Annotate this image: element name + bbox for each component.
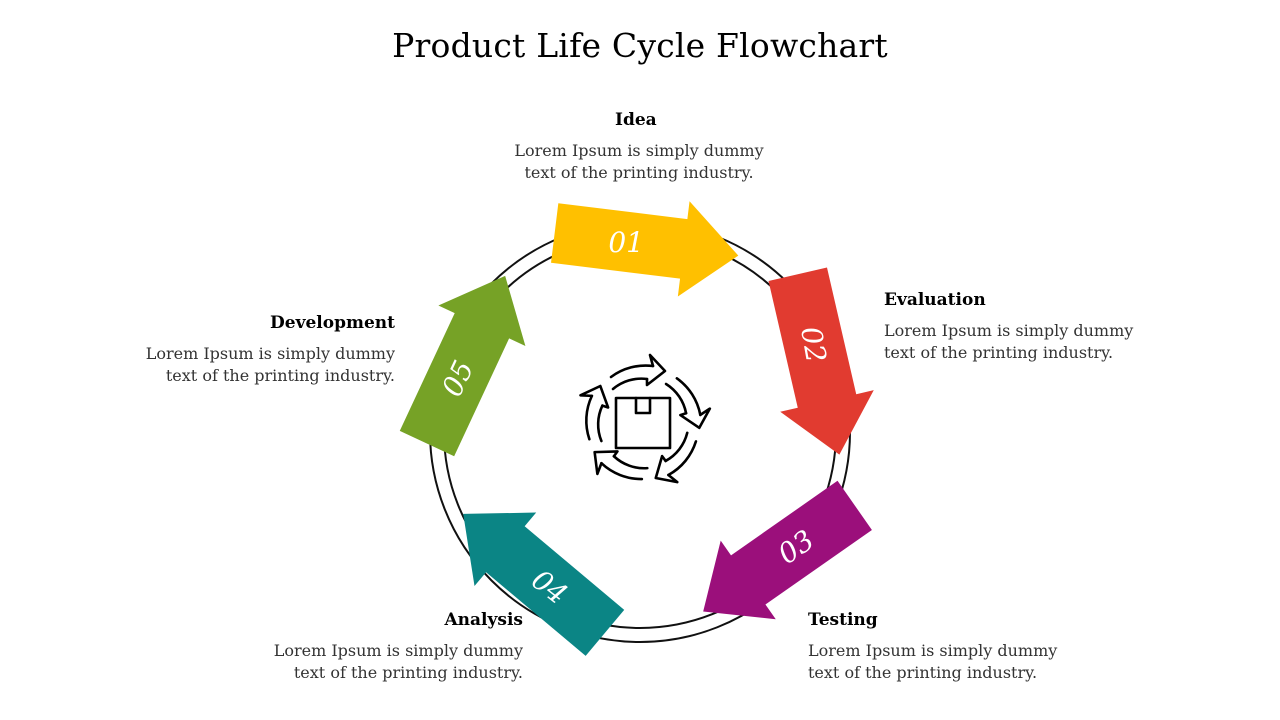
step-description-testing: Lorem Ipsum is simply dummy text of the …: [808, 640, 1057, 684]
step-arrow-05: 05: [399, 275, 526, 457]
step-heading-testing: Testing: [808, 610, 878, 630]
desc-line: Lorem Ipsum is simply dummy: [884, 321, 1134, 340]
arrow-shape: [551, 201, 739, 297]
step-number: 01: [608, 226, 644, 259]
step-heading-development: Development: [270, 313, 395, 333]
desc-line: text of the printing industry.: [293, 663, 523, 682]
step-heading-analysis: Analysis: [444, 610, 523, 630]
desc-line: text of the printing industry.: [884, 343, 1114, 362]
desc-line: text of the printing industry.: [165, 366, 395, 385]
desc-line: Lorem Ipsum is simply dummy: [273, 641, 523, 660]
step-heading-idea: Idea: [615, 110, 657, 130]
arrow-shape: [399, 275, 526, 457]
desc-line: Lorem Ipsum is simply dummy: [808, 641, 1058, 660]
step-number: 02: [794, 324, 833, 365]
step-arrow-01: 01: [551, 201, 739, 297]
step-arrow-04: 04: [463, 512, 625, 656]
step-arrow-03: 03: [703, 480, 872, 620]
step-heading-evaluation: Evaluation: [884, 290, 986, 310]
arrow-shape: [768, 267, 874, 455]
desc-line: text of the printing industry.: [808, 663, 1038, 682]
page-title: Product Life Cycle Flowchart: [392, 26, 888, 65]
step-arrow-02: 02: [768, 267, 874, 455]
desc-line: Lorem Ipsum is simply dummy: [514, 141, 764, 160]
arrow-shape: [463, 512, 625, 656]
step-description-analysis: Lorem Ipsum is simply dummy text of the …: [273, 640, 523, 684]
desc-line: Lorem Ipsum is simply dummy: [145, 344, 395, 363]
arrow-shape: [703, 480, 872, 620]
step-description-evaluation: Lorem Ipsum is simply dummy text of the …: [884, 320, 1133, 364]
recycle-box-icon: [579, 353, 712, 484]
desc-line: text of the printing industry.: [524, 163, 754, 182]
step-description-development: Lorem Ipsum is simply dummy text of the …: [145, 343, 395, 387]
step-description-idea: Lorem Ipsum is simply dummy text of the …: [514, 140, 764, 184]
